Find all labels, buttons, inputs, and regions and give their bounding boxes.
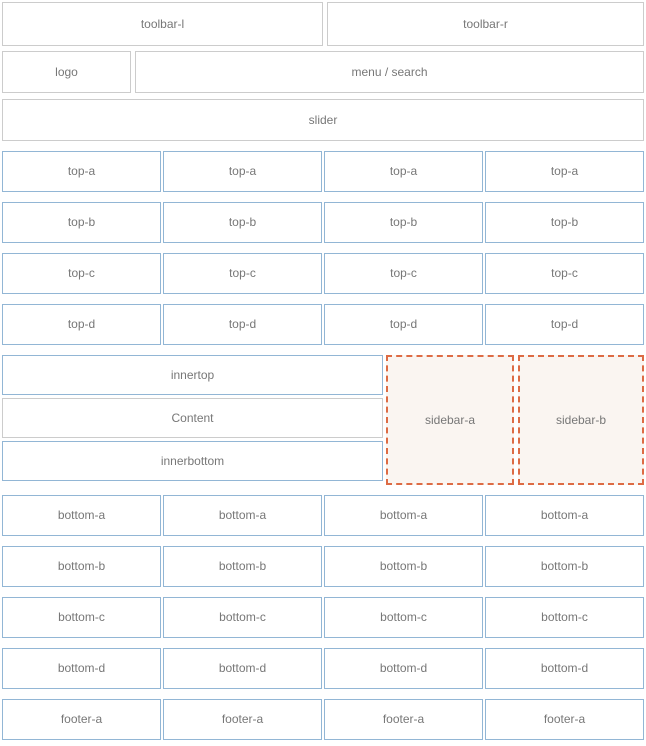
- top-c-cell-2[interactable]: top-c: [163, 253, 322, 294]
- bottom-b-cell-2[interactable]: bottom-b: [163, 546, 322, 587]
- top-c-row: top-c top-c top-c top-c: [2, 253, 644, 294]
- toolbar-right-region[interactable]: toolbar-r: [327, 2, 644, 46]
- top-d-cell-1[interactable]: top-d: [2, 304, 161, 345]
- top-b-cell-2[interactable]: top-b: [163, 202, 322, 243]
- bottom-a-cell-4[interactable]: bottom-a: [485, 495, 644, 536]
- logo-region[interactable]: logo: [2, 51, 131, 93]
- sidebar-b-region[interactable]: sidebar-b: [518, 355, 644, 485]
- top-c-cell-3[interactable]: top-c: [324, 253, 483, 294]
- sidebar-a-region[interactable]: sidebar-a: [386, 355, 514, 485]
- bottom-d-row: bottom-d bottom-d bottom-d bottom-d: [2, 648, 644, 689]
- bottom-d-cell-1[interactable]: bottom-d: [2, 648, 161, 689]
- innertop-region[interactable]: innertop: [2, 355, 383, 395]
- bottom-b-row: bottom-b bottom-b bottom-b bottom-b: [2, 546, 644, 587]
- top-a-row: top-a top-a top-a top-a: [2, 151, 644, 192]
- bottom-c-row: bottom-c bottom-c bottom-c bottom-c: [2, 597, 644, 638]
- bottom-spacer: [2, 740, 644, 743]
- toolbar-left-region[interactable]: toolbar-l: [2, 2, 323, 46]
- top-d-row: top-d top-d top-d top-d: [2, 304, 644, 345]
- top-c-cell-1[interactable]: top-c: [2, 253, 161, 294]
- bottom-d-cell-2[interactable]: bottom-d: [163, 648, 322, 689]
- bottom-c-cell-3[interactable]: bottom-c: [324, 597, 483, 638]
- content-region[interactable]: Content: [2, 398, 383, 438]
- content-column: innertop Content innerbottom: [2, 355, 383, 485]
- slider-region[interactable]: slider: [2, 99, 644, 141]
- middle-row: innertop Content innerbottom sidebar-a s…: [2, 355, 644, 485]
- top-a-cell-1[interactable]: top-a: [2, 151, 161, 192]
- top-d-cell-4[interactable]: top-d: [485, 304, 644, 345]
- brand-row: logo menu / search: [2, 51, 644, 93]
- top-b-row: top-b top-b top-b top-b: [2, 202, 644, 243]
- bottom-a-cell-3[interactable]: bottom-a: [324, 495, 483, 536]
- top-c-cell-4[interactable]: top-c: [485, 253, 644, 294]
- top-b-cell-3[interactable]: top-b: [324, 202, 483, 243]
- bottom-b-cell-1[interactable]: bottom-b: [2, 546, 161, 587]
- top-d-cell-2[interactable]: top-d: [163, 304, 322, 345]
- bottom-a-cell-2[interactable]: bottom-a: [163, 495, 322, 536]
- top-b-cell-1[interactable]: top-b: [2, 202, 161, 243]
- slider-row: slider: [2, 99, 644, 141]
- footer-a-cell-3[interactable]: footer-a: [324, 699, 483, 740]
- innerbottom-region[interactable]: innerbottom: [2, 441, 383, 481]
- bottom-b-cell-3[interactable]: bottom-b: [324, 546, 483, 587]
- footer-a-row: footer-a footer-a footer-a footer-a: [2, 699, 644, 740]
- top-d-cell-3[interactable]: top-d: [324, 304, 483, 345]
- bottom-a-cell-1[interactable]: bottom-a: [2, 495, 161, 536]
- toolbar-row: toolbar-l toolbar-r: [2, 2, 644, 46]
- top-a-cell-3[interactable]: top-a: [324, 151, 483, 192]
- bottom-d-cell-4[interactable]: bottom-d: [485, 648, 644, 689]
- top-a-cell-2[interactable]: top-a: [163, 151, 322, 192]
- footer-a-cell-2[interactable]: footer-a: [163, 699, 322, 740]
- bottom-c-cell-4[interactable]: bottom-c: [485, 597, 644, 638]
- bottom-d-cell-3[interactable]: bottom-d: [324, 648, 483, 689]
- footer-a-cell-4[interactable]: footer-a: [485, 699, 644, 740]
- top-a-cell-4[interactable]: top-a: [485, 151, 644, 192]
- footer-a-cell-1[interactable]: footer-a: [2, 699, 161, 740]
- bottom-a-row: bottom-a bottom-a bottom-a bottom-a: [2, 495, 644, 536]
- bottom-c-cell-2[interactable]: bottom-c: [163, 597, 322, 638]
- bottom-b-cell-4[interactable]: bottom-b: [485, 546, 644, 587]
- top-b-cell-4[interactable]: top-b: [485, 202, 644, 243]
- menu-search-region[interactable]: menu / search: [135, 51, 644, 93]
- bottom-c-cell-1[interactable]: bottom-c: [2, 597, 161, 638]
